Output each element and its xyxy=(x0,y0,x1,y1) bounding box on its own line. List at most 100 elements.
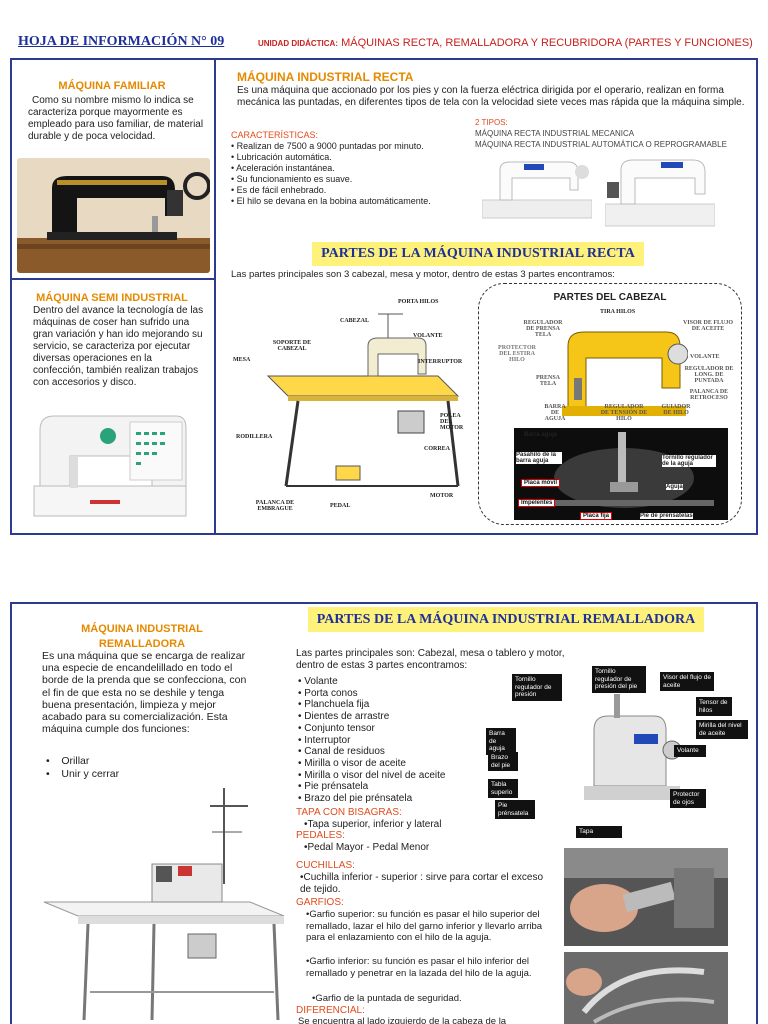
callout-volante: Volante xyxy=(674,745,706,757)
callout-protector-ojos: Protector de ojos xyxy=(670,789,706,808)
characteristic-item: Su funcionamiento es suave. xyxy=(231,174,471,185)
label-volante: VOLANTE xyxy=(413,333,443,339)
function-item: • Orillar xyxy=(46,755,90,767)
label-cabezal: CABEZAL xyxy=(340,318,370,324)
part-item: Dientes de arrastre xyxy=(298,711,445,723)
label-pedal: PEDAL xyxy=(330,503,351,509)
characteristic-item: El hilo se devana en la bobina automátic… xyxy=(231,196,471,207)
part-item: Brazo del pie prénsatela xyxy=(298,793,445,805)
garfios-title: GARFIOS: xyxy=(296,897,344,908)
recta-intro: Es una máquina que accionado por los pie… xyxy=(237,85,745,108)
cab-label-retroceso: PALANCA DE RETROCESO xyxy=(689,389,729,401)
cab-label-protector-estira: PROTECTOR DEL ESTIRA HILO xyxy=(498,345,536,363)
cab-label-volante: VOLANTE xyxy=(690,354,720,360)
characteristic-item: Aceleración instantánea. xyxy=(231,163,471,174)
needle-label-placa-movil: Placa móvil xyxy=(521,479,561,487)
cab-label-long-puntada: REGULADOR DE LONG. DE PUNTADA xyxy=(684,366,734,384)
remalladora-machine-image xyxy=(43,788,285,1020)
remalladora-parts-intro: Las partes principales son: Cabezal, mes… xyxy=(296,648,565,671)
callout-visor-flujo: Visor del flujo de aceite xyxy=(660,672,714,691)
semi-title: MÁQUINA SEMI INDUSTRIAL xyxy=(36,292,188,304)
callout-brazo-pie: Brazo del pie xyxy=(488,752,518,771)
label-motor: MOTOR xyxy=(430,493,454,499)
needle-label-tornillo: Tornillo regulador de la aguja xyxy=(662,455,716,467)
cuchillas-photo xyxy=(564,848,728,946)
cab-label-tension-hilo: REGULADOR DE TENSIÓN DE HILO xyxy=(600,404,648,422)
diferencial-text: Se encuentra al lado izquierdo de la cab… xyxy=(298,1016,507,1024)
part-item: Conjunto tensor xyxy=(298,723,445,735)
remalladora-parts-list: Volante Porta conos Planchuela fija Dien… xyxy=(298,676,445,805)
callout-tornillo-presion: Tornillo regulador de presión xyxy=(512,674,562,701)
remalladora-text: Es una máquina que se encarga de realiza… xyxy=(42,650,247,736)
remalladora-functions: • Orillar • Unir y cerrar xyxy=(46,755,119,781)
callout-mirilla-nivel: Mirilla del nivel de aceite xyxy=(696,720,748,739)
cab-label-barra-aguja: BARRA DE AGUJA xyxy=(544,404,566,422)
part-item: Canal de residuos xyxy=(298,746,445,758)
needle-label-impelentes: Impelentes xyxy=(518,499,556,507)
cabezal-title: PARTES DEL CABEZAL xyxy=(553,292,667,303)
remalladora-parts-banner: PARTES DE LA MÁQUINA INDUSTRIAL REMALLAD… xyxy=(308,607,704,632)
cab-label-tira-hilos: TIRA HILOS xyxy=(600,309,636,315)
characteristic-item: Realizan de 7500 a 9000 puntadas por min… xyxy=(231,141,471,152)
pedales-title: PEDALES: xyxy=(296,830,345,841)
recta-characteristics-list: Realizan de 7500 a 9000 puntadas por min… xyxy=(231,141,471,207)
needle-label-pasahilo: Pasahilo de la barra aguja xyxy=(516,452,562,464)
garfios-2: •Garfio inferior: su función es pasar el… xyxy=(306,956,532,979)
characteristic-item: Es de fácil enhebrado. xyxy=(231,185,471,196)
top-panel xyxy=(10,58,758,535)
top-divider-vertical xyxy=(214,59,216,534)
part-item: Porta conos xyxy=(298,688,445,700)
semi-text: Dentro del avance la tecnología de las m… xyxy=(33,305,204,388)
tapa-text: •Tapa superior, inferior y lateral xyxy=(304,819,442,830)
label-polea-motor: POLEA DEL MOTOR xyxy=(440,413,464,431)
diferencial-title: DIFERENCIAL: xyxy=(296,1005,365,1016)
recta-types-title: 2 TIPOS: xyxy=(475,118,508,127)
label-rodillera: RODILLERA xyxy=(236,434,273,440)
needle-label-barra-aguja: Barra aguja xyxy=(524,432,558,438)
top-divider-horizontal xyxy=(11,278,215,280)
pedales-text: •Pedal Mayor - Pedal Menor xyxy=(304,842,430,853)
callout-pie-prensatela: Pie prénsatela xyxy=(495,800,535,819)
remalladora-title: MÁQUINA INDUSTRIAL REMALLADORA xyxy=(81,623,203,650)
part-item: Mirilla o visor del nivel de aceite xyxy=(298,770,445,782)
needle-label-aguja: Aguja xyxy=(666,484,683,490)
characteristic-item: Lubricación automática. xyxy=(231,152,471,163)
label-porta-hilos: PORTA HILOS xyxy=(398,299,439,305)
callout-tornillo-presion-pie: Tornillo regulador de presión del pie xyxy=(592,666,646,693)
cab-label-visor-aceite: VISOR DE FLUJO DE ACEITE xyxy=(682,320,733,332)
cuchillas-text: •Cuchilla inferior - superior : sirve pa… xyxy=(300,872,544,895)
unit-prefix: UNIDAD DIDÁCTICA: xyxy=(258,39,338,48)
garfios-3: •Garfio de la puntada de seguridad. xyxy=(312,993,462,1004)
function-orillar: Orillar xyxy=(61,755,90,767)
recta-characteristics-title: CARACTERÍSTICAS: xyxy=(231,130,319,140)
part-item: Planchuela fija xyxy=(298,699,445,711)
recta-parts-banner: PARTES DE LA MÁQUINA INDUSTRIAL RECTA xyxy=(312,242,644,266)
recta-automatic-image xyxy=(605,159,715,227)
recta-title: MÁQUINA INDUSTRIAL RECTA xyxy=(237,70,414,84)
cabezal-panel xyxy=(478,283,742,525)
cabezal-diagram xyxy=(562,331,688,416)
needle-label-placa-fija: Placa fija xyxy=(580,512,613,520)
garfios-photo xyxy=(564,952,728,1024)
part-item: Pie prénsatela xyxy=(298,781,445,793)
semi-machine-image xyxy=(33,415,187,517)
label-palanca-embrague: PALANCA DE EMBRAGUE xyxy=(255,500,295,512)
familiar-title: MÁQUINA FAMILIAR xyxy=(58,80,166,92)
cab-label-regulador-prensa: REGULADOR DE PRENSA TELA xyxy=(523,320,563,338)
sheet-title: HOJA DE INFORMACIÓN N° 09 xyxy=(18,34,225,49)
function-unir: Unir y cerrar xyxy=(61,768,120,780)
callout-tensor-hilos: Tensor de hilos xyxy=(696,697,732,716)
label-soporte-cabezal: SOPORTE DE CABEZAL xyxy=(272,340,312,352)
needle-label-pie-prensatelas: Pie de prénsatelas xyxy=(640,513,693,519)
cab-label-prensa-tela: PRENSA TELA xyxy=(535,375,560,387)
part-item: Mirilla o visor de aceite xyxy=(298,758,445,770)
recta-machine-diagram xyxy=(266,313,460,487)
cab-label-guiador-hilo: GUIADOR DE HILO xyxy=(661,404,691,416)
callout-tapa: Tapa xyxy=(576,826,622,838)
callout-tabla-superior: Tabla superio xyxy=(488,779,518,798)
recta-type-2: MÁQUINA RECTA INDUSTRIAL AUTOMÁTICA O RE… xyxy=(475,140,727,149)
familiar-text: Como su nombre mismo lo indica se caract… xyxy=(28,95,204,142)
recta-type-1: MÁQUINA RECTA INDUSTRIAL MECANICA xyxy=(475,129,635,138)
garfios-1: •Garfio superior: su función es pasar el… xyxy=(306,909,543,943)
function-item: • Unir y cerrar xyxy=(46,768,120,780)
